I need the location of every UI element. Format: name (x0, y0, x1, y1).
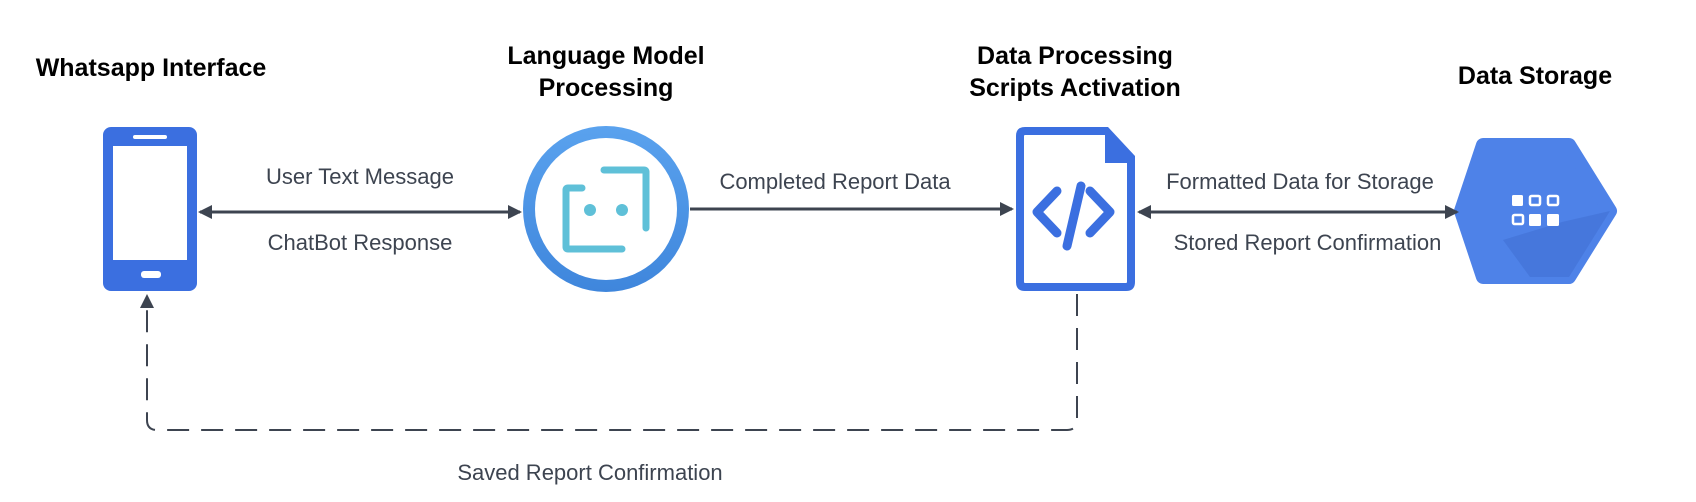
title-language-model-processing: Language Model Processing (456, 40, 756, 104)
title-data-processing-scripts: Data Processing Scripts Activation (925, 40, 1225, 104)
title-llm-line2: Processing (538, 74, 674, 102)
edge-scripts-whatsapp-dashed (140, 294, 1078, 431)
title-llm-line1: Language Model (507, 42, 705, 70)
label-chatbot-response: ChatBot Response (267, 230, 453, 255)
smartphone-icon (103, 127, 197, 291)
title-scripts-line2: Scripts Activation (969, 74, 1181, 102)
label-formatted-data-for-storage: Formatted Data for Storage (1166, 169, 1434, 194)
title-whatsapp-interface: Whatsapp Interface (35, 54, 267, 82)
code-file-icon (1016, 127, 1135, 291)
title-scripts-line1: Data Processing (977, 42, 1173, 70)
label-completed-report-data: Completed Report Data (719, 169, 951, 194)
label-user-text-message: User Text Message (266, 164, 454, 189)
label-saved-report-confirmation: Saved Report Confirmation (457, 460, 723, 485)
title-data-storage: Data Storage (1457, 62, 1613, 90)
label-stored-report-confirmation: Stored Report Confirmation (1173, 230, 1442, 255)
chatbot-icon (523, 126, 689, 292)
storage-hexagon-icon (1454, 138, 1617, 284)
